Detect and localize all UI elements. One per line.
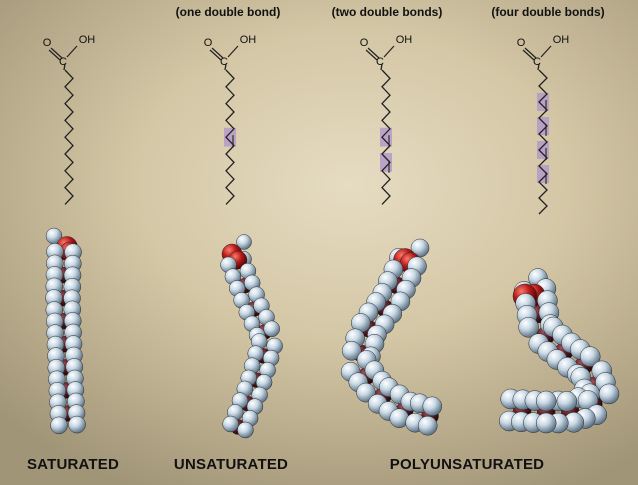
- hydrogen-atom: [263, 320, 280, 338]
- carbon-symbol: C: [59, 56, 67, 68]
- label-polyunsaturated: POLYUNSATURATED: [389, 456, 545, 473]
- hydrogen-atom: [535, 390, 557, 412]
- hydrogen-atom: [579, 346, 601, 367]
- space-filling-model-2: [220, 234, 283, 439]
- carbonyl-bond: [211, 47, 224, 59]
- skeletal-formula-3: CO OH: [360, 34, 413, 205]
- carboxyl-bond: [63, 63, 66, 71]
- hydroxyl-symbol: OH: [553, 34, 570, 46]
- hydrogen-atom: [518, 317, 539, 338]
- skeletal-formula-4: CO OH: [517, 34, 570, 215]
- hydrogen-atom: [237, 421, 254, 439]
- carbon-chain: [64, 69, 74, 205]
- carboxyl-bond: [537, 63, 540, 71]
- hydroxyl-bond: [66, 45, 78, 58]
- hydroxyl-symbol: OH: [240, 34, 257, 46]
- hydrogen-atom: [341, 341, 362, 361]
- hydrogen-atom: [422, 396, 443, 417]
- carbon-symbol: C: [220, 56, 228, 68]
- space-filling-model-4: [499, 268, 620, 434]
- hydrogen-atom: [222, 415, 239, 433]
- hydrogen-atom: [556, 391, 578, 412]
- oxygen-symbol: O: [43, 37, 52, 49]
- carbonyl-bond: [524, 47, 537, 59]
- carbonyl-bond: [367, 47, 380, 59]
- carbonyl-bond: [209, 49, 222, 61]
- carbon-symbol: C: [533, 56, 541, 68]
- oxygen-symbol: O: [517, 37, 526, 49]
- carbonyl-bond: [48, 49, 61, 61]
- hydrogen-atom: [417, 415, 438, 436]
- hydrogen-atom: [410, 238, 430, 258]
- hydrogen-atom: [50, 416, 68, 435]
- carboxyl-bond: [380, 63, 383, 71]
- skeletal-formula-1: CO OH: [43, 34, 96, 205]
- carbon-chain: [381, 69, 391, 205]
- label-saturated: SATURATED: [26, 456, 120, 473]
- hydroxyl-bond: [383, 45, 395, 58]
- carbon-chain: [538, 69, 548, 215]
- carboxyl-bond: [224, 63, 227, 71]
- skeletal-formula-2: CO OH: [204, 34, 257, 205]
- header-note-one-double-bond: (one double bond): [175, 5, 281, 19]
- header-note-two-double-bonds: (two double bonds): [331, 5, 443, 19]
- hydroxyl-symbol: OH: [396, 34, 413, 46]
- hydroxyl-symbol: OH: [79, 34, 96, 46]
- hydrogen-atom: [535, 412, 557, 434]
- carbon-symbol: C: [376, 56, 384, 68]
- hydrogen-atom: [236, 234, 252, 250]
- header-note-four-double-bonds: (four double bonds): [491, 5, 605, 19]
- space-filling-model-3: [340, 238, 443, 436]
- carbonyl-bond: [365, 49, 378, 61]
- carbon-chain: [225, 69, 235, 205]
- carbonyl-bond: [50, 47, 63, 59]
- label-unsaturated: UNSATURATED: [173, 456, 289, 473]
- hydrogen-atom: [68, 415, 86, 434]
- hydroxyl-bond: [227, 45, 239, 58]
- hydrogen-atom: [598, 383, 620, 405]
- carbonyl-bond: [522, 49, 535, 61]
- oxygen-symbol: O: [360, 37, 369, 49]
- space-filling-model-1: [45, 227, 86, 435]
- hydroxyl-bond: [540, 45, 552, 58]
- oxygen-symbol: O: [204, 37, 213, 49]
